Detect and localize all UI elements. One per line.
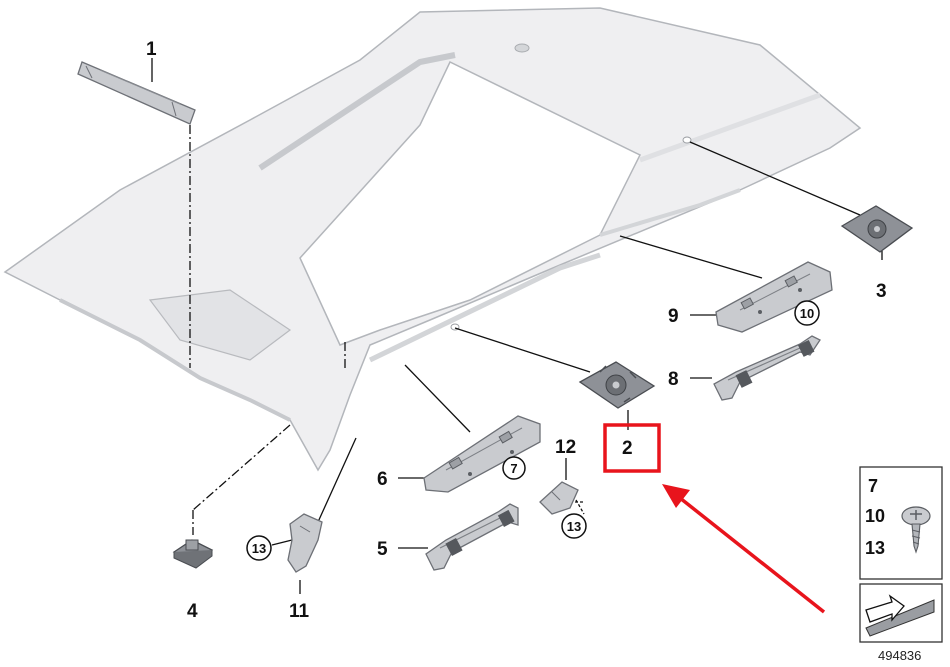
document-id: 494836	[878, 648, 921, 663]
direction-symbol-box	[859, 583, 943, 643]
circled-callout-13-right: 13	[567, 519, 581, 534]
callout-9: 9	[668, 306, 679, 327]
circled-callout-13-left: 13	[252, 541, 266, 556]
circled-callout-7: 7	[510, 461, 517, 476]
part-4-clip	[172, 539, 214, 569]
callout-1: 1	[146, 39, 157, 60]
highlight-box	[603, 423, 661, 473]
headliner	[3, 7, 862, 472]
callout-3: 3	[876, 281, 887, 302]
part-11-trim	[287, 513, 323, 573]
circled-callout-10: 10	[800, 306, 814, 321]
callout-labels: 1 2 3 4 5 6 8 9 11 12	[146, 39, 887, 622]
part-5-handle	[425, 503, 519, 571]
part-3-module	[840, 205, 914, 253]
screw-icon	[901, 506, 931, 554]
callout-4: 4	[187, 601, 198, 622]
callout-11: 11	[289, 601, 310, 622]
red-arrow	[662, 484, 826, 614]
legend-item-7: 7	[868, 476, 878, 496]
forward-arrow-icon	[865, 594, 935, 637]
legend-item-13: 13	[865, 538, 885, 558]
part-6-bracket	[423, 415, 541, 493]
part-1-strip	[77, 61, 196, 125]
circled-callouts: 7 10 13 13	[246, 300, 820, 561]
callout-6: 6	[377, 469, 388, 490]
part-2-module	[578, 361, 656, 409]
callout-5: 5	[377, 539, 388, 560]
legend-box: 7 10 13	[859, 466, 943, 580]
callout-2: 2	[622, 438, 633, 459]
part-12-clip	[539, 481, 579, 515]
callout-12: 12	[555, 437, 576, 458]
part-8-handle	[713, 335, 821, 401]
legend-item-10: 10	[865, 506, 885, 526]
part-9-bracket	[715, 261, 833, 333]
callout-8: 8	[668, 369, 679, 390]
